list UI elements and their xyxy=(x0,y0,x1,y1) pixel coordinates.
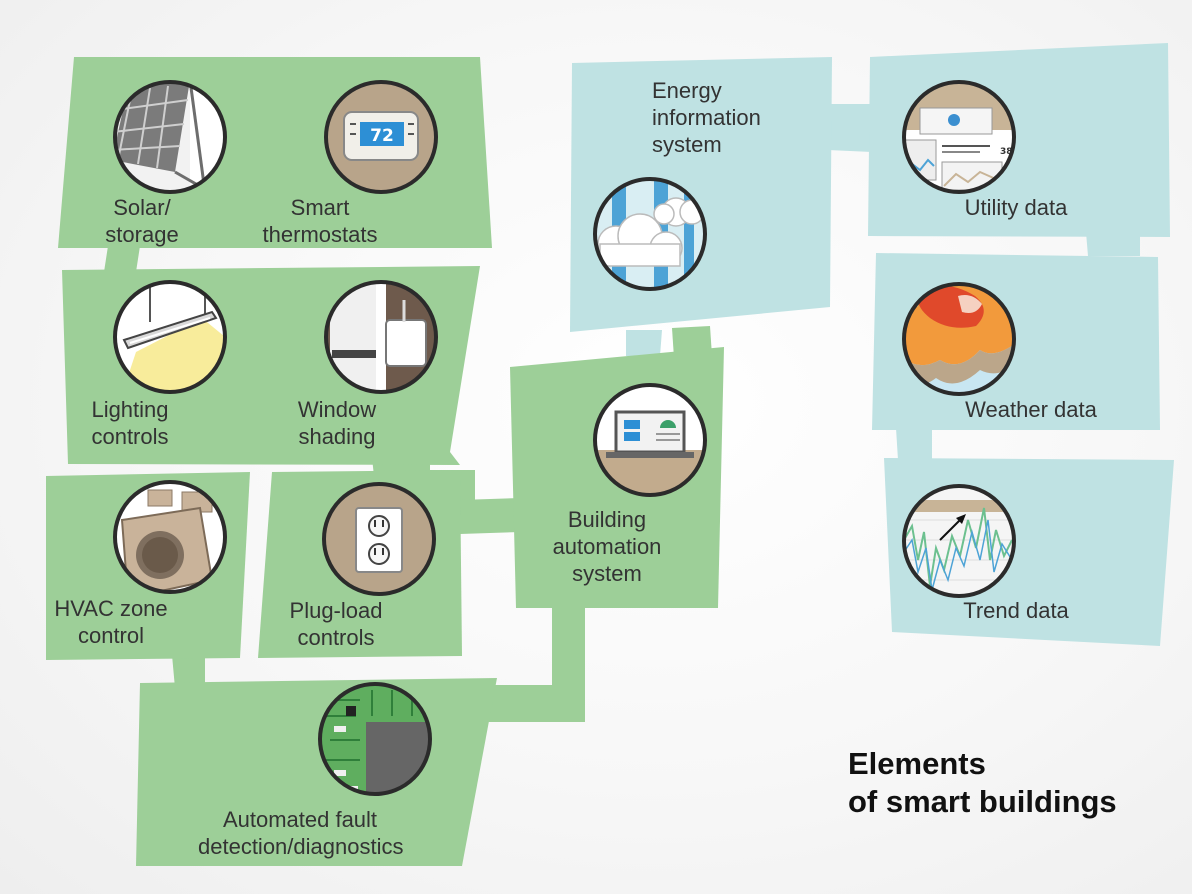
laptop-icon xyxy=(593,383,707,497)
thermostat-reading: 72 xyxy=(370,126,394,146)
label-energy-information-system: Energy information system xyxy=(652,78,761,157)
label-smart-thermostats: Smart thermostats xyxy=(262,195,378,247)
solar-panel-icon xyxy=(113,80,227,194)
label-window-shading: Window shading xyxy=(297,397,377,449)
label-solar-storage: Solar/ storage xyxy=(105,195,179,247)
ac-unit-icon xyxy=(113,480,227,594)
ceiling-light-icon xyxy=(113,280,227,394)
label-utility-data: Utility data xyxy=(964,195,1068,220)
blue-connectors xyxy=(626,104,1140,460)
label-hvac-zone-control: HVAC zone control xyxy=(54,596,168,648)
label-trend-data: Trend data xyxy=(963,598,1069,623)
green-panels xyxy=(46,57,724,866)
label-weather-data: Weather data xyxy=(965,397,1097,422)
label-automated-fault-detection: Automated fault detection/diagnostics xyxy=(198,807,404,859)
circuit-board-icon xyxy=(318,682,432,796)
diagram-title: Elements of smart buildings xyxy=(848,746,1117,819)
outlet-icon xyxy=(322,482,436,596)
label-lighting-controls: Lighting controls xyxy=(91,397,169,449)
thermostat-icon: 72 xyxy=(324,80,438,194)
label-building-automation-system: Building automation system xyxy=(552,507,662,586)
weather-map-icon xyxy=(902,282,1016,396)
window-shade-icon xyxy=(324,280,438,394)
label-plug-load-controls: Plug-load controls xyxy=(289,598,383,650)
trend-chart-icon xyxy=(902,484,1016,598)
utility-readout: 38 xyxy=(1000,147,1013,157)
